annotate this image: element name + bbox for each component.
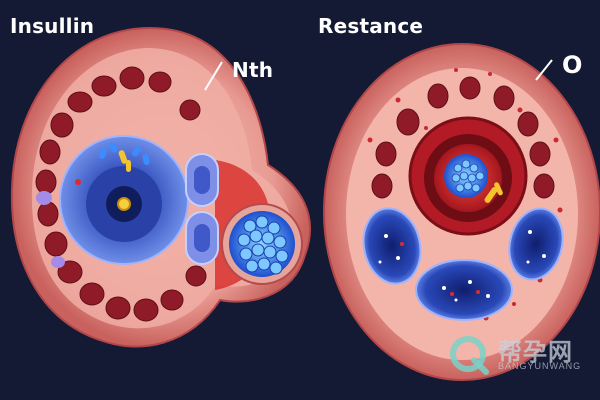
right-title-label: Restance [318, 14, 424, 38]
right-callout-label: O [562, 51, 583, 79]
right-mitochondria [362, 207, 564, 321]
watermark-logo-icon [450, 336, 489, 375]
right-cell [323, 43, 600, 381]
left-title-label: Insullin [10, 14, 95, 38]
watermark: 帮孕网 BANGYUNWANG [446, 332, 586, 376]
insulin-granule-cluster [221, 203, 303, 285]
watermark-text: 帮孕网 [498, 338, 573, 366]
left-callout-label: Nth [232, 58, 274, 82]
left-cell [10, 26, 311, 348]
watermark-subtext: BANGYUNWANG [498, 361, 582, 371]
left-red-cell-ring [35, 66, 207, 322]
